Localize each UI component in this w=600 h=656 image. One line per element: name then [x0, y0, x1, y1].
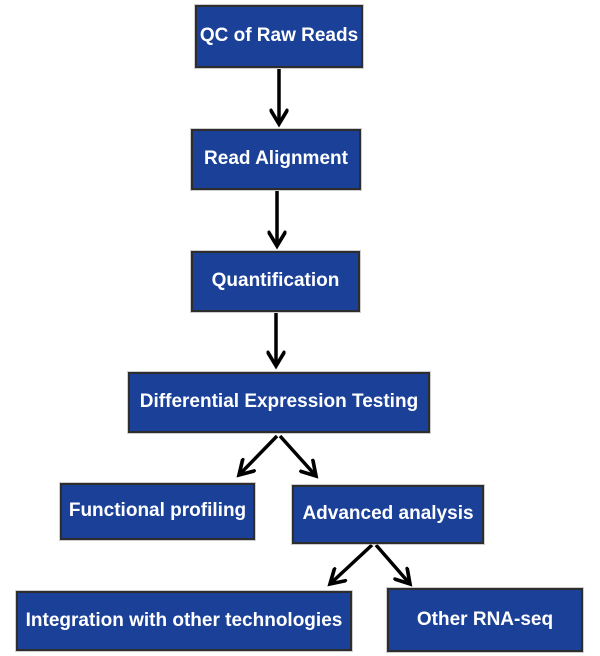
node-quantification: Quantification — [191, 251, 360, 312]
node-integration-with-other-technologies: Integration with other technologies — [16, 591, 352, 651]
node-label: Advanced analysis — [302, 503, 474, 525]
node-functional-profiling: Functional profiling — [60, 483, 255, 540]
node-differential-expression-testing: Differential Expression Testing — [128, 372, 430, 433]
arrow-advanced-to-other-rna-seq — [374, 543, 410, 584]
node-label: Functional profiling — [68, 500, 247, 522]
node-label: Integration with other technologies — [25, 609, 343, 631]
node-qc-of-raw-reads: QC of Raw Reads — [195, 5, 363, 68]
arrow-det-to-functional-profiling — [239, 434, 279, 475]
node-advanced-analysis: Advanced analysis — [292, 485, 484, 544]
node-label: QC of Raw Reads — [199, 25, 359, 47]
node-label: Differential Expression Testing — [139, 391, 419, 413]
arrow-advanced-to-integration — [330, 543, 374, 584]
node-other-rna-seq: Other RNA-seq — [387, 588, 583, 652]
node-read-alignment: Read Alignment — [191, 129, 361, 190]
arrow-det-to-advanced-analysis — [278, 434, 316, 476]
node-label: Quantification — [211, 270, 340, 292]
node-label: Read Alignment — [204, 148, 348, 170]
node-label: Other RNA-seq — [416, 608, 554, 630]
